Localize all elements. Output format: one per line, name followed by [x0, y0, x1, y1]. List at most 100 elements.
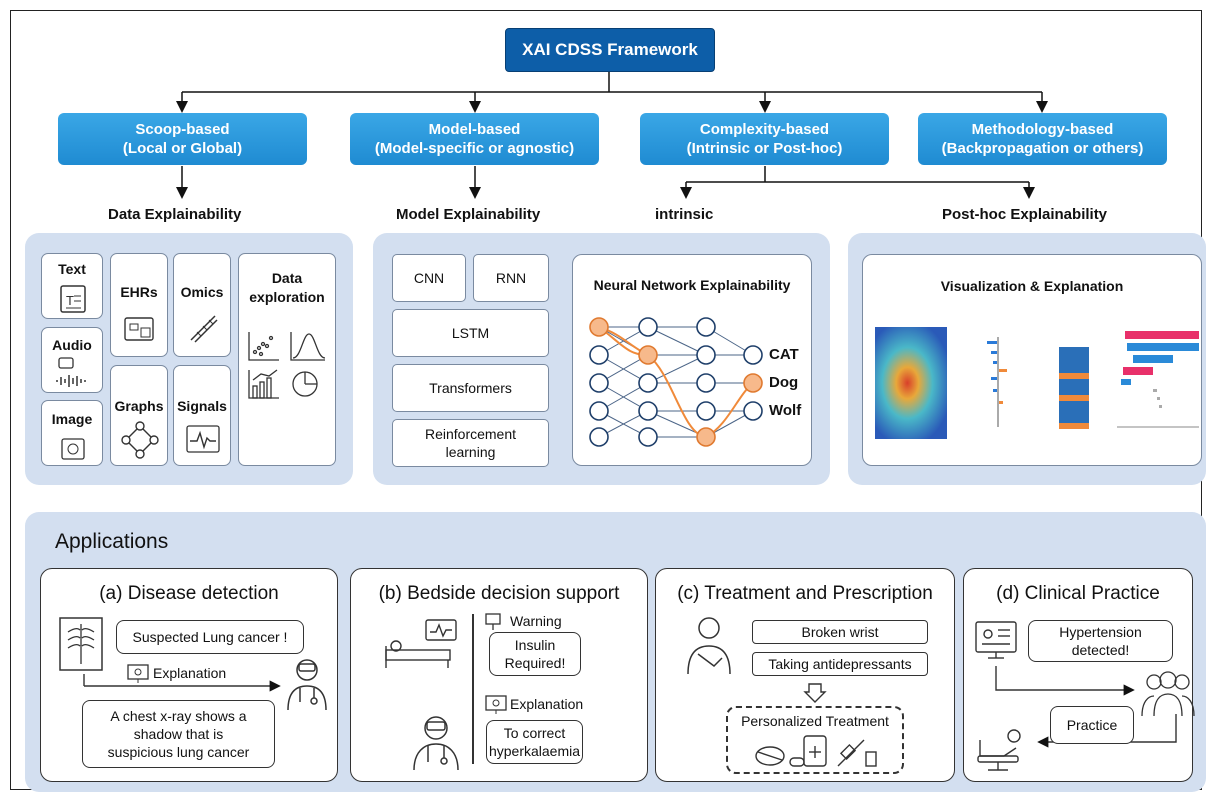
monitor-diagnosis-icon — [975, 621, 1017, 659]
text-card: Text T — [41, 253, 103, 319]
timeline-divider — [472, 614, 474, 764]
warning-label: Warning — [510, 613, 562, 629]
disease-detection-title: (a) Disease detection — [99, 583, 279, 604]
patient-icon — [687, 617, 731, 675]
transformers-box: Transformers — [392, 364, 549, 412]
visualization-card: Visualization & Explanation — [862, 254, 1202, 466]
category-model-subtitle: (Model-specific or agnostic) — [374, 140, 575, 157]
hypertension-alert: Hypertension detected! — [1028, 620, 1173, 662]
svg-text:T: T — [66, 293, 74, 308]
explanation-label-b: Explanation — [510, 696, 584, 712]
category-methodology: Methodology-based (Backpropagation or ot… — [918, 113, 1167, 165]
exploration-charts-icon — [248, 332, 326, 399]
explanation-screen-icon — [127, 664, 149, 683]
doctor-icon-b — [413, 716, 459, 771]
image-label: Image — [51, 411, 93, 427]
chest-xray-icon — [59, 617, 103, 671]
signals-label: Signals — [177, 398, 227, 414]
dna-icon — [190, 315, 218, 343]
medication-icons — [755, 735, 877, 767]
personalized-treatment-label: Personalized Treatment — [741, 713, 889, 729]
xray-explanation-detail: A chest x-ray shows a shadow that is sus… — [82, 700, 275, 768]
image-card: Image — [41, 400, 103, 466]
detail-a-line2: shadow that is — [133, 726, 224, 742]
data-exploration-line1: Data — [271, 270, 303, 286]
output-label-dog: Dog — [769, 374, 799, 391]
doctor-icon — [287, 659, 327, 711]
insulin-line1: Insulin — [514, 637, 556, 653]
ehr-record-icon — [124, 317, 154, 341]
category-model-title: Model-based — [428, 121, 521, 138]
bedside-decision-title: (b) Bedside decision support — [378, 583, 620, 604]
detail-a-line1: A chest x-ray shows a — [110, 708, 247, 724]
clinical-practice-title: (d) Clinical Practice — [996, 583, 1160, 604]
practice-box: Practice — [1050, 706, 1134, 744]
root-node: XAI CDSS Framework — [505, 28, 715, 72]
hyperkalaemia-detail: To correct hyperkalaemia — [486, 720, 583, 764]
hyperkalaemia-line1: To correct — [503, 725, 566, 741]
antidepressants-item: Taking antidepressants — [752, 652, 928, 676]
model-explainability-heading: Model Explainability — [396, 206, 541, 223]
category-methodology-subtitle: (Backpropagation or others) — [941, 140, 1144, 157]
document-icon: T — [60, 285, 86, 313]
lung-cancer-alert: Suspected Lung cancer ! — [116, 620, 304, 654]
shap-waterfall-chart — [1117, 331, 1199, 428]
category-complexity-subtitle: (Intrinsic or Post-hoc) — [686, 140, 843, 157]
cnn-box: CNN — [392, 254, 466, 302]
output-label-cat: CAT — [769, 346, 799, 363]
saliency-heatmap — [875, 327, 947, 439]
posthoc-explainability-heading: Post-hoc Explainability — [942, 206, 1108, 223]
treatment-title: (c) Treatment and Prescription — [677, 583, 933, 604]
ehrs-card: EHRs — [110, 253, 168, 357]
rl-line2: learning — [445, 444, 496, 460]
hypertension-line1: Hypertension — [1059, 624, 1142, 640]
medical-team-icon — [1141, 671, 1195, 717]
rnn-box: RNN — [473, 254, 549, 302]
audio-wave-icon — [56, 357, 86, 387]
text-label: Text — [58, 261, 86, 277]
neural-network-title: Neural Network Explainability — [593, 277, 791, 293]
hypertension-line2: detected! — [1071, 642, 1130, 658]
graphs-card: Graphs — [110, 365, 168, 466]
image-icon — [61, 438, 85, 460]
explanation-screen-icon-b — [485, 695, 507, 714]
hyperkalaemia-line2: hyperkalaemia — [488, 743, 581, 759]
omics-label: Omics — [180, 284, 224, 300]
lime-explanation-chart — [987, 337, 1007, 427]
applications-heading: Applications — [55, 530, 169, 553]
neural-network-card: Neural Network Explainability CAT Dog Wo… — [572, 254, 812, 466]
graph-network-icon — [121, 421, 159, 459]
personalized-treatment-box: Personalized Treatment — [726, 706, 904, 774]
down-arrow-icon — [803, 683, 827, 703]
category-complexity: Complexity-based (Intrinsic or Post-hoc) — [640, 113, 889, 165]
hospital-bed-icon — [385, 619, 457, 668]
data-exploration-label: Data exploration — [239, 269, 335, 307]
signals-card: Signals — [173, 365, 231, 466]
reinforcement-learning-box: Reinforcement learning — [392, 419, 549, 467]
category-scope-title: Scoop-based — [135, 121, 230, 138]
data-exploration-card: Data exploration — [238, 253, 336, 466]
audio-card: Audio — [41, 327, 103, 393]
visualization-title: Visualization & Explanation — [940, 278, 1124, 294]
detail-a-line3: suspicious lung cancer — [107, 744, 250, 760]
category-scope-subtitle: (Local or Global) — [122, 140, 243, 157]
intrinsic-heading: intrinsic — [655, 206, 714, 223]
category-methodology-title: Methodology-based — [971, 121, 1114, 138]
data-explainability-heading: Data Explainability — [108, 206, 242, 223]
category-complexity-title: Complexity-based — [699, 121, 830, 138]
data-exploration-line2: exploration — [249, 289, 325, 305]
explanation-label-a: Explanation — [153, 665, 227, 681]
output-label-wolf: Wolf — [769, 402, 802, 419]
category-model: Model-based (Model-specific or agnostic) — [350, 113, 599, 165]
ecg-signal-icon — [186, 425, 220, 453]
insulin-alert: Insulin Required! — [489, 632, 581, 676]
omics-card: Omics — [173, 253, 231, 357]
insulin-line2: Required! — [504, 655, 566, 671]
dental-chair-icon — [977, 729, 1021, 771]
feature-value-table — [1059, 347, 1089, 429]
category-scope: Scoop-based (Local or Global) — [58, 113, 307, 165]
lstm-box: LSTM — [392, 309, 549, 357]
broken-wrist-item: Broken wrist — [752, 620, 928, 644]
neural-network-diagram — [589, 317, 763, 447]
rl-line1: Reinforcement — [424, 426, 517, 442]
